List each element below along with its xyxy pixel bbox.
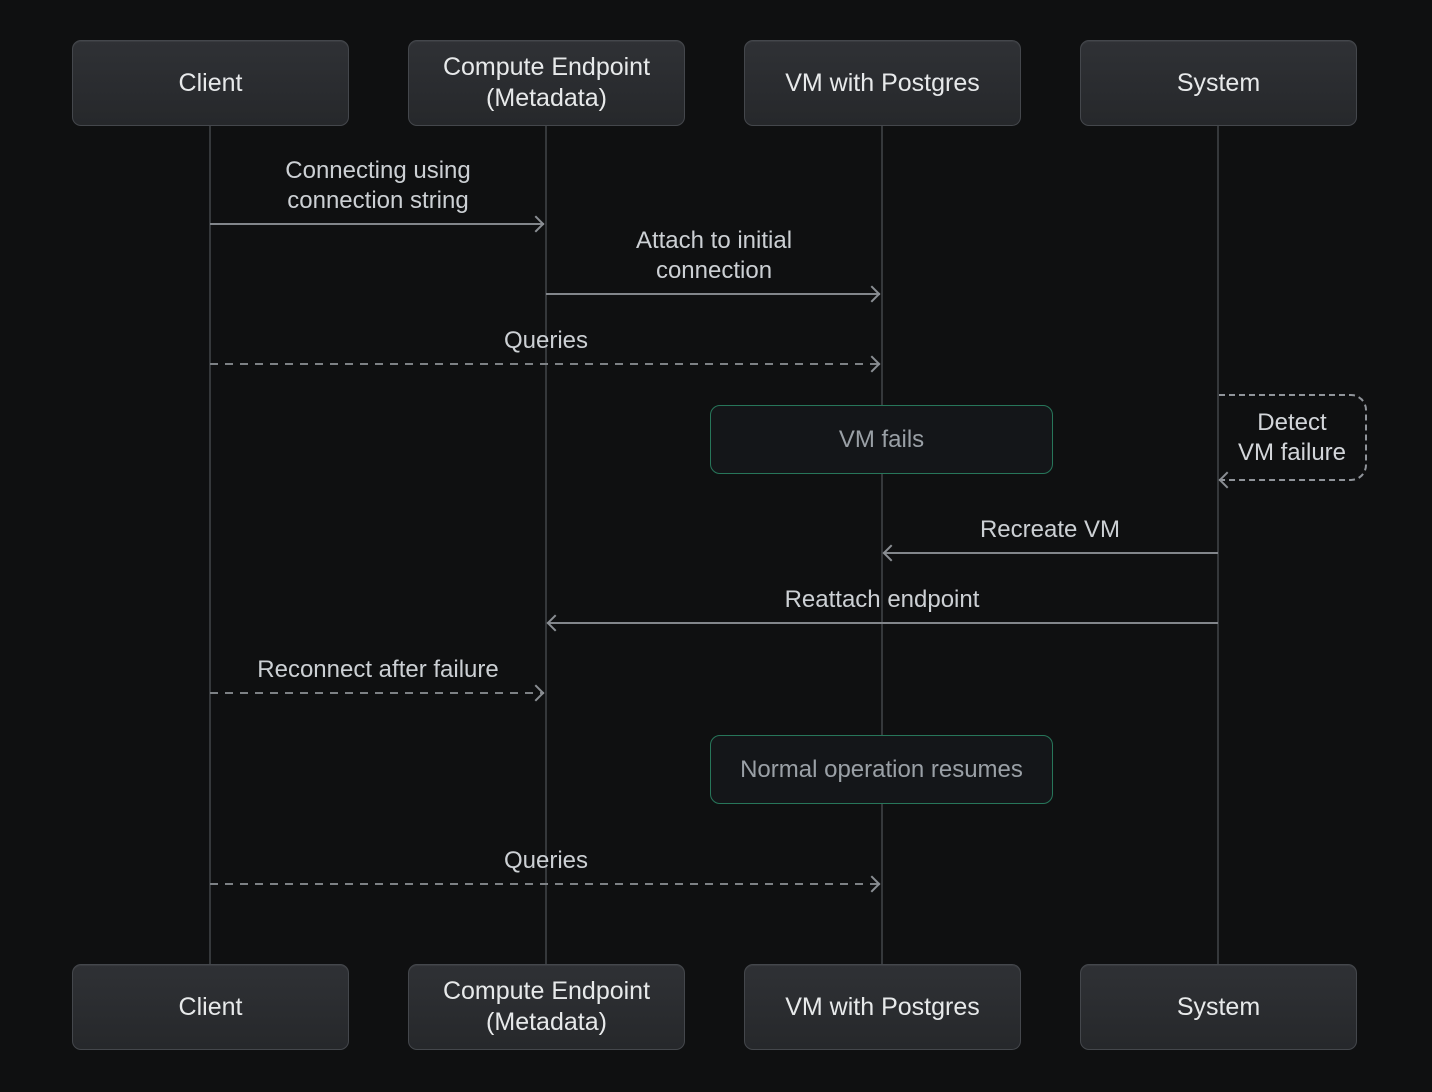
actor-label: Compute Endpoint (Metadata) bbox=[442, 977, 651, 1036]
arrowhead-right-icon bbox=[863, 875, 881, 893]
message-label-connecting: Connecting using connection string bbox=[285, 157, 471, 214]
lifeline-vm-with-postgres bbox=[881, 126, 883, 964]
actor-label: System bbox=[1176, 68, 1261, 97]
actor-top-client: Client bbox=[72, 40, 349, 126]
actor-label: Compute Endpoint (Metadata) bbox=[442, 53, 651, 112]
arrowhead-right-icon bbox=[863, 285, 881, 303]
message-arrow-recreate-vm bbox=[884, 552, 1218, 554]
lifeline-system bbox=[1217, 126, 1219, 964]
actor-bottom-client: Client bbox=[72, 964, 349, 1050]
message-label-reconnect: Reconnect after failure bbox=[257, 656, 499, 683]
message-label-recreate-vm: Recreate VM bbox=[979, 516, 1121, 543]
arrowhead-right-icon bbox=[527, 684, 545, 702]
actor-top-system: System bbox=[1080, 40, 1357, 126]
message-arrow-queries-2 bbox=[210, 883, 880, 885]
message-arrow-attach bbox=[546, 293, 880, 295]
note-vm-fails: VM fails bbox=[710, 405, 1053, 474]
arrowhead-right-icon bbox=[863, 355, 881, 373]
note-normal-operation-resumes: Normal operation resumes bbox=[710, 735, 1053, 804]
message-arrow-queries-1 bbox=[210, 363, 880, 365]
message-label-queries-2: Queries bbox=[503, 847, 589, 874]
message-arrow-reconnect bbox=[210, 692, 544, 694]
actor-label: Client bbox=[178, 68, 243, 97]
self-message-detect-vm-failure: Detect VM failure bbox=[1219, 394, 1367, 481]
actor-bottom-vm-with-postgres: VM with Postgres bbox=[744, 964, 1021, 1050]
lifeline-compute-endpoint bbox=[545, 126, 547, 964]
actor-top-compute-endpoint: Compute Endpoint (Metadata) bbox=[408, 40, 685, 126]
message-arrow-reattach-endpoint bbox=[548, 622, 1218, 624]
actor-bottom-compute-endpoint: Compute Endpoint (Metadata) bbox=[408, 964, 685, 1050]
actor-top-vm-with-postgres: VM with Postgres bbox=[744, 40, 1021, 126]
arrowhead-left-icon bbox=[546, 614, 564, 632]
message-arrow-connecting bbox=[210, 223, 544, 225]
arrowhead-right-icon bbox=[527, 215, 545, 233]
message-label-reattach-endpoint: Reattach endpoint bbox=[784, 586, 980, 613]
actor-label: VM with Postgres bbox=[785, 992, 980, 1021]
lifeline-client bbox=[209, 126, 211, 964]
actor-label: System bbox=[1176, 992, 1261, 1021]
actor-bottom-system: System bbox=[1080, 964, 1357, 1050]
actor-label: VM with Postgres bbox=[785, 68, 980, 97]
message-label-attach: Attach to initial connection bbox=[635, 227, 793, 284]
message-label-queries-1: Queries bbox=[503, 327, 589, 354]
arrowhead-left-icon bbox=[882, 544, 900, 562]
actor-label: Client bbox=[178, 992, 243, 1021]
